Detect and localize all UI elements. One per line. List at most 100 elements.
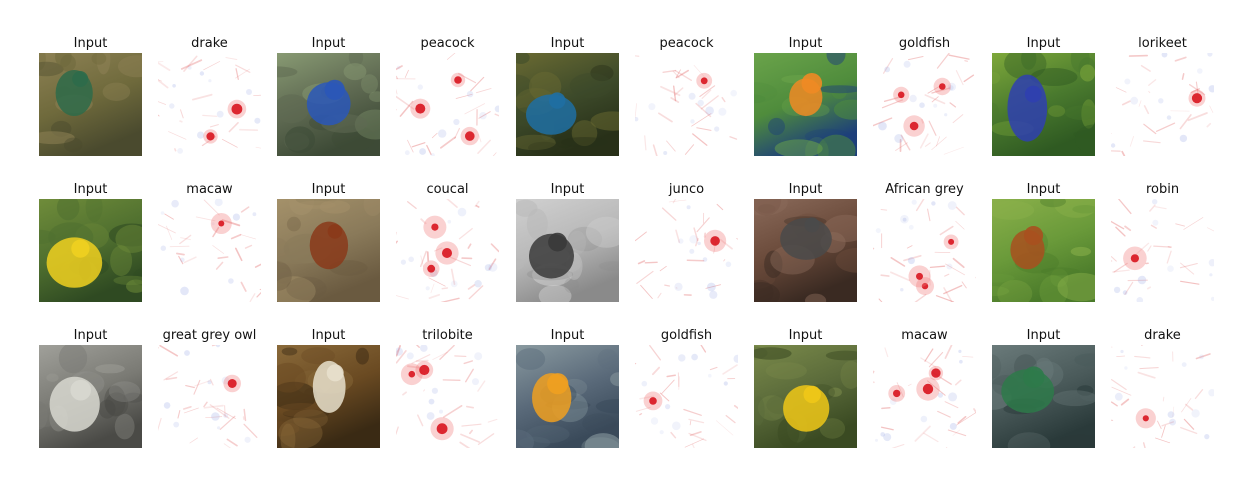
heatmap-edge: [467, 243, 472, 249]
photo-texture: [132, 268, 142, 286]
input-caption: Input: [1026, 36, 1061, 51]
heatmap-hotspot: [649, 397, 657, 405]
heatmap-edge: [474, 200, 480, 207]
heatmap-edge: [721, 96, 726, 103]
heatmap-edge: [943, 146, 964, 155]
saliency-heatmap: [873, 345, 976, 448]
heatmap-edge: [683, 408, 702, 416]
photo-texture: [585, 216, 619, 248]
heatmap-edge: [716, 420, 734, 436]
heatmap-edge: [956, 412, 976, 426]
heatmap-negative: [878, 121, 887, 131]
mallard-ducks-on-grass-photo: [39, 53, 142, 156]
heatmap-negative: [884, 66, 891, 73]
photo-texture: [280, 423, 296, 448]
heatmap-edge: [158, 79, 163, 82]
photo-texture: [516, 348, 546, 370]
saliency-map: [158, 199, 261, 302]
heatmap-negative: [1111, 143, 1116, 148]
heatmap-edge: [1166, 250, 1172, 264]
heatmap-edge: [686, 259, 705, 262]
heatmap-negative: [252, 212, 257, 217]
photo-texture: [46, 373, 59, 382]
heatmap-negative: [688, 92, 696, 100]
heatmap-edge: [1179, 114, 1192, 130]
input-image: [516, 53, 619, 156]
heatmap-edge: [672, 70, 680, 79]
saliency-heatmap: [1111, 345, 1214, 448]
heatmap-edge: [441, 287, 449, 290]
input-caption: Input: [73, 182, 108, 197]
heatmap-negative: [171, 199, 179, 208]
heatmap-negative: [909, 94, 917, 103]
heatmap-edge: [914, 425, 931, 442]
heatmap-edge: [675, 69, 690, 79]
photo-texture: [114, 413, 135, 440]
heatmap-edge: [158, 61, 171, 72]
trilobite-fossil-on-stand-photo: [277, 345, 380, 448]
heatmap-edge: [692, 133, 708, 146]
photo-texture: [278, 417, 323, 448]
heatmap-negative: [246, 89, 252, 95]
photo-texture: [560, 137, 609, 148]
saliency-heatmap: [396, 199, 499, 302]
heatmap-negative: [894, 134, 904, 143]
class-caption: coucal: [426, 182, 469, 197]
heatmap-negative: [1161, 53, 1168, 58]
heatmap-edge: [880, 426, 894, 431]
heatmap-edge: [688, 418, 705, 424]
photo-texture: [277, 254, 317, 265]
heatmap-edge: [243, 408, 247, 422]
heatmap-edge: [1111, 220, 1125, 230]
saliency-map: [873, 53, 976, 156]
heatmap-negative: [1124, 366, 1128, 370]
heatmap-edge: [666, 140, 676, 152]
photo-texture: [590, 64, 614, 82]
photo-texture: [590, 111, 619, 131]
heatmap-edge: [658, 112, 673, 123]
heatmap-edge: [674, 69, 692, 81]
heatmap-edge: [931, 136, 947, 150]
heatmap-edge: [644, 261, 658, 264]
heatmap-edge: [672, 199, 677, 204]
heatmap-edge: [478, 111, 491, 119]
heatmap-edge: [396, 88, 398, 95]
photo-subject-head: [324, 79, 345, 100]
heatmap-negative: [428, 398, 435, 405]
heatmap-edge: [1174, 56, 1187, 62]
heatmap-background: [1111, 199, 1214, 302]
heatmap-edge: [431, 132, 438, 139]
heatmap-edge: [1143, 442, 1146, 448]
saliency-map: [873, 345, 976, 448]
heatmap-edge: [881, 99, 904, 109]
heatmap-hotspot: [415, 103, 426, 114]
heatmap-edge: [396, 295, 409, 300]
heatmap-edge: [407, 139, 414, 153]
heatmap-edge: [428, 293, 440, 299]
photo-texture: [85, 199, 103, 223]
photo-texture: [992, 71, 1001, 84]
american-robin-on-grass-photo: [992, 199, 1095, 302]
heatmap-negative: [1209, 273, 1213, 277]
heatmap-edge: [661, 379, 675, 394]
heatmap-edge: [952, 114, 964, 124]
heatmap-edge: [924, 142, 931, 147]
heatmap-edge: [963, 74, 975, 83]
photo-texture: [297, 200, 336, 209]
heatmap-edge: [880, 274, 890, 277]
photo-texture: [115, 224, 142, 253]
photo-texture: [757, 204, 776, 214]
heatmap-negative: [689, 235, 698, 244]
heatmap-negative: [420, 345, 428, 352]
photo-texture: [98, 399, 116, 419]
heatmap-edge: [420, 255, 424, 267]
heatmap-edge: [908, 56, 924, 61]
saliency-map: [396, 199, 499, 302]
saliency-heatmap: [635, 53, 738, 156]
heatmap-edge: [1138, 100, 1142, 107]
heatmap-edge: [929, 265, 946, 269]
heatmap-edge: [428, 277, 446, 287]
heatmap-edge: [931, 96, 939, 103]
class-caption: trilobite: [422, 328, 473, 343]
heatmap-negative: [730, 89, 737, 97]
